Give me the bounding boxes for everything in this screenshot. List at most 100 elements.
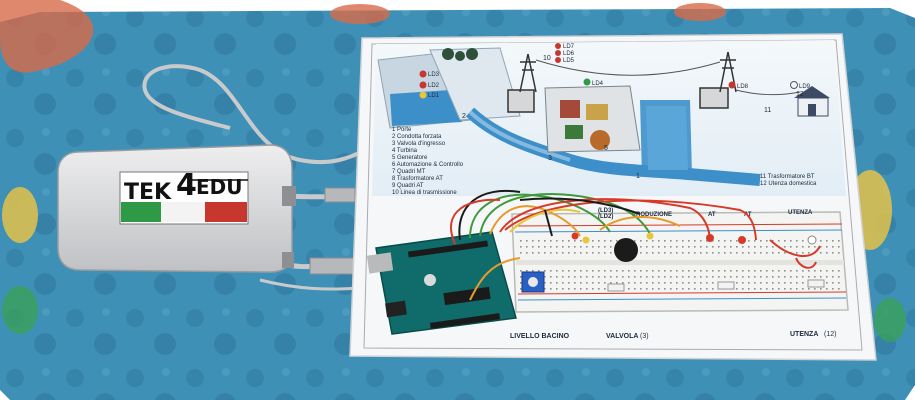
breadboard-hole <box>520 276 522 278</box>
breadboard-hole <box>652 252 654 254</box>
led-label-ld9: LD9 <box>799 84 811 90</box>
legend-item: 8 Trasformatore AT <box>392 176 443 182</box>
usb-cable-icon <box>142 64 366 291</box>
breadboard-hole <box>784 276 786 278</box>
breadboard-hole <box>568 288 570 290</box>
breadboard-hole <box>700 276 702 278</box>
breadboard-hole <box>778 282 780 284</box>
arduino-board <box>366 231 517 335</box>
breadboard-hole <box>694 288 696 290</box>
breadboard-hole <box>820 288 822 290</box>
breadboard-hole <box>688 282 690 284</box>
breadboard-hole <box>754 246 756 248</box>
breadboard-hole <box>670 240 672 242</box>
breadboard-hole <box>520 246 522 248</box>
breadboard-hole <box>802 270 804 272</box>
breadboard-hole <box>628 276 630 278</box>
breadboard-hole <box>610 240 612 242</box>
breadboard-hole <box>562 276 564 278</box>
breadboard-hole <box>586 288 588 290</box>
breadboard-hole <box>604 276 606 278</box>
breadboard-hole <box>544 282 546 284</box>
breadboard-hole <box>724 240 726 242</box>
strip-label-ld3: (LD3) <box>598 208 613 214</box>
breadboard-hole <box>676 282 678 284</box>
breadboard-hole <box>658 276 660 278</box>
breadboard-hole <box>826 270 828 272</box>
breadboard-hole <box>712 252 714 254</box>
breadboard-hole <box>760 252 762 254</box>
breadboard-hole <box>772 270 774 272</box>
breadboard-hole <box>718 240 720 242</box>
breadboard-hole <box>574 240 576 242</box>
breadboard-hole <box>772 252 774 254</box>
breadboard-hole <box>598 288 600 290</box>
breadboard-hole <box>736 252 738 254</box>
breadboard-hole <box>760 270 762 272</box>
breadboard-hole <box>736 270 738 272</box>
breadboard-hole <box>670 270 672 272</box>
breadboard-hole <box>520 270 522 272</box>
legend-item: 12 Utenza domestica <box>760 181 817 187</box>
breadboard-hole <box>652 270 654 272</box>
breadboard-hole <box>664 270 666 272</box>
breadboard-hole <box>592 246 594 248</box>
strip-label-produzione: PRODUZIONE <box>632 212 672 218</box>
breadboard-hole <box>616 240 618 242</box>
ic-chips <box>607 279 825 292</box>
breadboard-hole <box>736 240 738 242</box>
breadboard-hole <box>604 240 606 242</box>
components <box>521 232 825 293</box>
breadboard-hole <box>538 252 540 254</box>
breadboard-hole <box>730 276 732 278</box>
breadboard-hole <box>772 288 774 290</box>
breadboard-hole <box>682 288 684 290</box>
label-livello-bacino: LIVELLO BACINO <box>510 333 570 340</box>
breadboard-hole <box>700 240 702 242</box>
breadboard-hole <box>838 288 840 290</box>
breadboard-hole <box>736 288 738 290</box>
breadboard-hole <box>832 288 834 290</box>
breadboard-hole <box>682 246 684 248</box>
breadboard-hole <box>580 240 582 242</box>
breadboard-hole <box>652 246 654 248</box>
breadboard-hole <box>754 252 756 254</box>
breadboard-hole <box>748 240 750 242</box>
breadboard-hole <box>838 252 840 254</box>
breadboard-hole <box>574 288 576 290</box>
breadboard-hole <box>826 240 828 242</box>
breadboard-hole <box>694 240 696 242</box>
breadboard-hole <box>736 246 738 248</box>
breadboard-hole <box>574 276 576 278</box>
breadboard-hole <box>568 276 570 278</box>
breadboard-hole <box>796 276 798 278</box>
breadboard-hole <box>838 246 840 248</box>
breadboard-hole <box>640 240 642 242</box>
breadboard-hole <box>526 240 528 242</box>
breadboard-hole <box>700 288 702 290</box>
breadboard-hole <box>784 240 786 242</box>
breadboard-hole <box>832 270 834 272</box>
breadboard-hole <box>640 276 642 278</box>
breadboard-hole <box>796 270 798 272</box>
strip-label-at-1: AT <box>708 212 716 218</box>
breadboard-hole <box>586 282 588 284</box>
diagram-number-10: 10 <box>543 55 551 62</box>
breadboard-hole <box>526 252 528 254</box>
breadboard-hole <box>814 270 816 272</box>
breadboard-hole <box>568 282 570 284</box>
strip-label-utenza: UTENZA <box>788 210 813 216</box>
breadboard-hole <box>562 270 564 272</box>
label-valvola-num: (3) <box>640 333 649 340</box>
breadboard-hole <box>580 276 582 278</box>
breadboard-hole <box>820 252 822 254</box>
breadboard-hole <box>778 288 780 290</box>
breadboard-hole <box>742 246 744 248</box>
breadboard-hole <box>814 288 816 290</box>
breadboard-hole <box>616 282 618 284</box>
breadboard-hole <box>580 288 582 290</box>
breadboard-hole <box>760 276 762 278</box>
breadboard-hole <box>550 252 552 254</box>
breadboard-hole <box>724 252 726 254</box>
breadboard-hole <box>790 282 792 284</box>
